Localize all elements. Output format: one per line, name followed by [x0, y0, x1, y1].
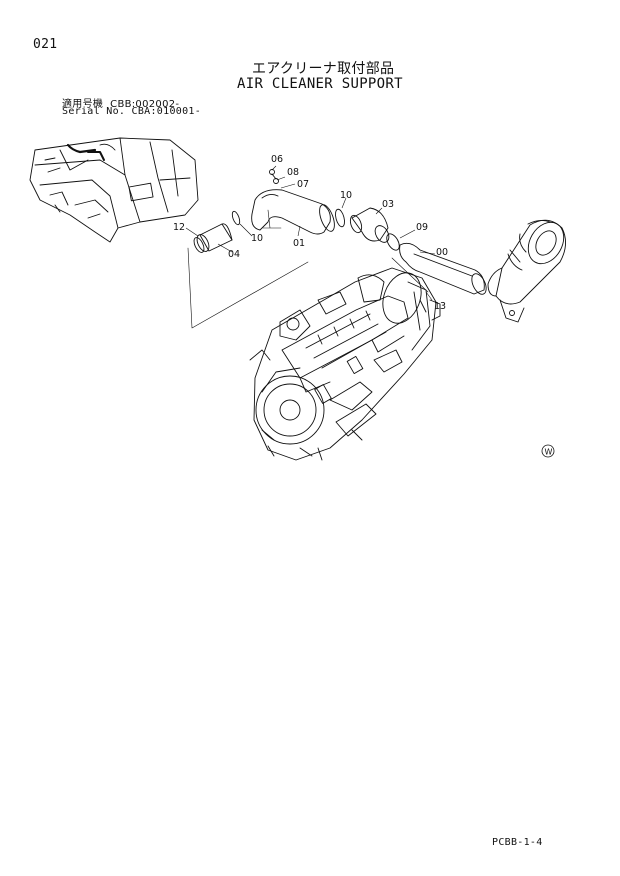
- callout-12: 12: [173, 222, 185, 233]
- applicable-serial-japanese: 適用号機 CBB:002002-: [62, 99, 180, 110]
- part-10-clamp: [335, 208, 345, 228]
- applicable-serial: Serial No. CBA:010001-: [62, 106, 202, 117]
- callout-09: 09: [416, 222, 428, 233]
- part-10-ring: [231, 210, 241, 226]
- callout-03: 03: [382, 199, 394, 210]
- part-09-clamp: [386, 233, 400, 251]
- machine-body-drawing: [29, 137, 199, 243]
- engine-drawing: [249, 267, 441, 461]
- callout-01: 01: [293, 238, 305, 249]
- part-03-reducer: [349, 207, 390, 243]
- page-code: PCBB-1-4: [492, 837, 543, 848]
- callout-07: 07: [297, 179, 309, 190]
- page-title-japanese: エアクリーナ取付部品: [252, 61, 395, 77]
- assembly-guide-lines: [187, 209, 429, 329]
- callout-04: 04: [228, 249, 240, 260]
- callout-06: 06: [271, 154, 283, 165]
- part-01-elbow-pipe: [251, 169, 335, 235]
- page-title: AIR CLEANER SUPPORT: [237, 76, 403, 92]
- part-04-hose: [193, 223, 233, 253]
- callout-13: 13: [434, 301, 446, 312]
- svg-text:W: W: [545, 448, 553, 457]
- callout-10-left: 10: [251, 233, 263, 244]
- air-cleaner-drawing: [487, 219, 566, 323]
- callout-10: 10: [340, 190, 352, 201]
- callout-00: 00: [436, 247, 448, 258]
- callout-leader-lines: [185, 165, 436, 301]
- callout-labels: 06 08 07 10 03 09 00 13 12 10 04 01: [173, 154, 448, 312]
- page-number: 021: [33, 37, 58, 52]
- callout-08: 08: [287, 167, 299, 178]
- part-00-hose: [399, 242, 487, 295]
- circled-w-symbol: W: [541, 444, 555, 458]
